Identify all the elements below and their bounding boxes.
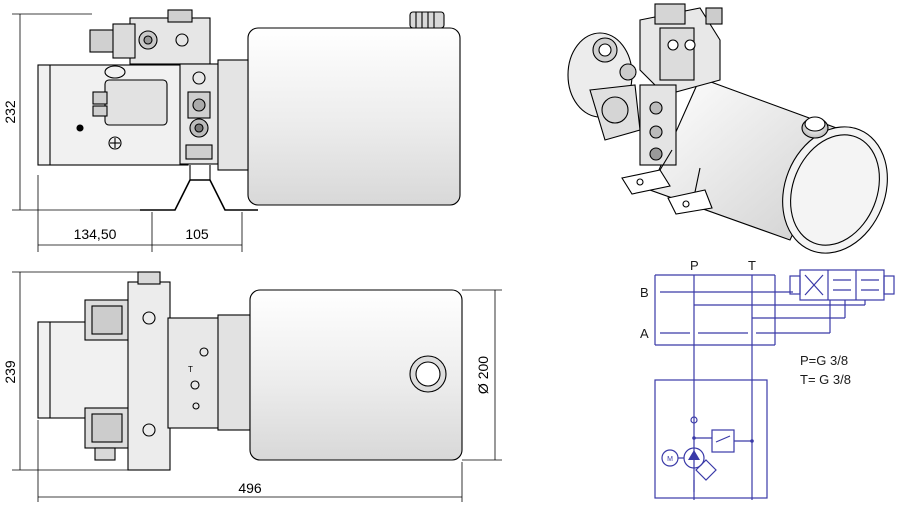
tank-front: [247, 27, 461, 206]
dim-front-height: 232: [2, 100, 18, 124]
front-dimensions: [12, 13, 243, 252]
relief-valve: [711, 429, 735, 453]
directional-valve: [799, 269, 885, 301]
port-t-label: T: [748, 258, 756, 273]
front-bracket: [140, 179, 258, 211]
port-a-label: A: [640, 326, 649, 341]
filler-cap: [409, 11, 445, 29]
isometric-view: [567, 3, 888, 254]
dim-tank-diameter: Ø 200: [475, 356, 491, 394]
schematic-power-unit: [654, 379, 768, 499]
motor-solenoid: [104, 79, 168, 126]
iso-tank-end: [782, 126, 888, 254]
top-view: T: [37, 271, 463, 471]
port-p-note: P=G 3/8: [800, 353, 848, 368]
dim-bracket-width: 105: [185, 226, 209, 242]
port-t-note: T= G 3/8: [800, 372, 851, 387]
port-b-label: B: [640, 285, 649, 300]
port-p-label: P: [690, 258, 699, 273]
ground-terminal: [108, 136, 122, 150]
motor-symbol-label: M: [667, 456, 673, 463]
dim-left-offset: 134,50: [74, 226, 117, 242]
schematic-valve-block: [654, 274, 776, 346]
tank-top: [249, 289, 463, 461]
front-view: [37, 9, 461, 211]
dim-top-height: 239: [2, 360, 18, 384]
valve-stack-top: [127, 281, 171, 471]
hydraulic-schematic: [654, 269, 895, 500]
manifold-top: [167, 317, 221, 429]
top-dimensions: [12, 271, 502, 502]
svg-text:T: T: [188, 365, 193, 374]
dim-overall-length: 496: [238, 480, 262, 496]
